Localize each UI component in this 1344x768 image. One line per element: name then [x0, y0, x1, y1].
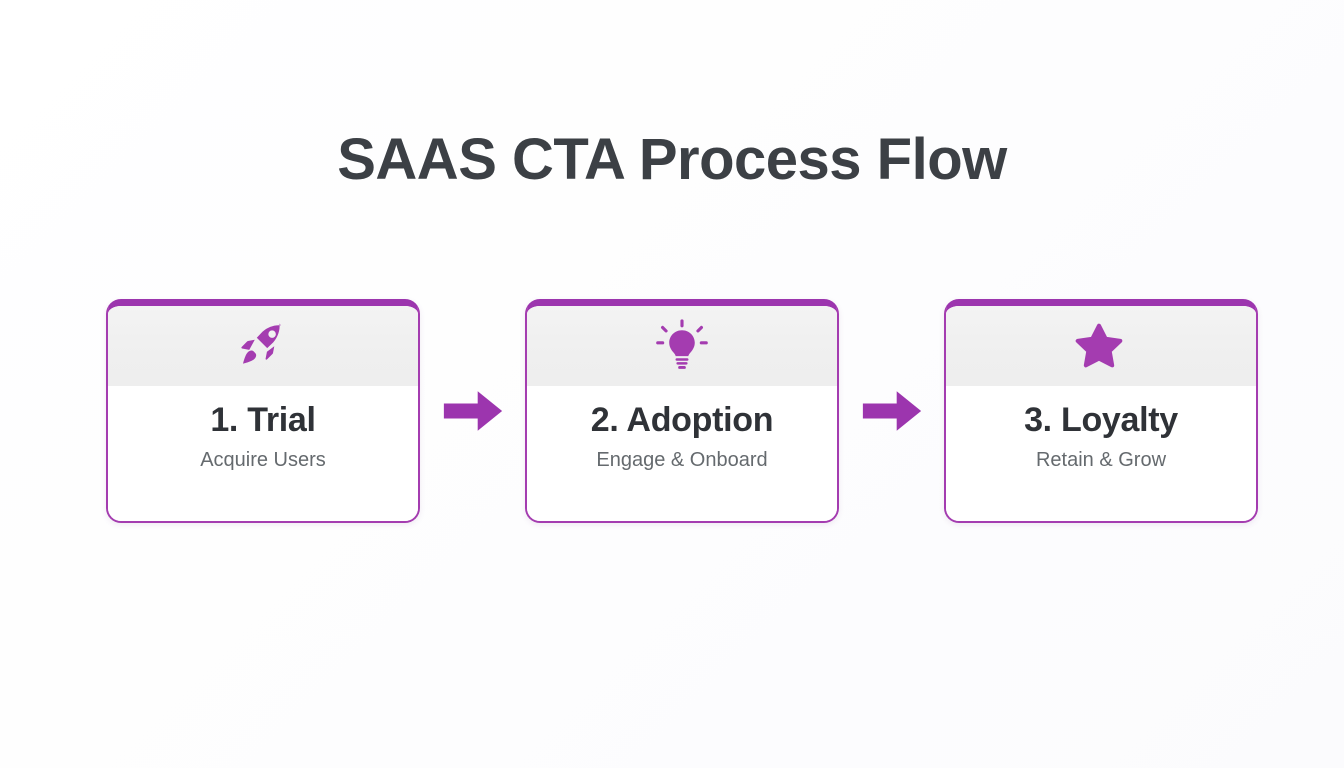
step-card-title: 2. Adoption — [590, 401, 774, 439]
step-card-body: 3. Loyalty Retain & Grow — [946, 386, 1256, 521]
rocket-icon — [235, 318, 291, 374]
step-card-subtitle: Engage & Onboard — [596, 449, 768, 472]
step-card-adoption[interactable]: 2. Adoption Engage & Onboard — [525, 299, 839, 523]
arrow-right-icon — [440, 382, 506, 440]
step-card-icon-header — [108, 306, 418, 386]
step-card-trial[interactable]: 1. Trial Acquire Users — [106, 299, 420, 523]
page-title: SAAS CTA Process Flow — [337, 127, 1007, 192]
step-card-subtitle: Retain & Grow — [1035, 449, 1167, 472]
step-card-title: 3. Loyalty — [1024, 401, 1178, 439]
step-card-icon-header — [527, 306, 837, 386]
lightbulb-icon — [654, 318, 710, 374]
step-card-icon-header — [946, 306, 1256, 386]
step-card-loyalty[interactable]: 3. Loyalty Retain & Grow — [944, 299, 1258, 523]
step-card-body: 1. Trial Acquire Users — [108, 386, 418, 521]
step-card-title: 1. Trial — [210, 401, 316, 439]
step-card-body: 2. Adoption Engage & Onboard — [527, 386, 837, 521]
process-flow: 1. Trial Acquire Users — [106, 299, 1258, 523]
step-card-subtitle: Acquire Users — [200, 449, 326, 472]
arrow-right-icon — [859, 382, 925, 440]
star-icon — [1073, 318, 1129, 374]
